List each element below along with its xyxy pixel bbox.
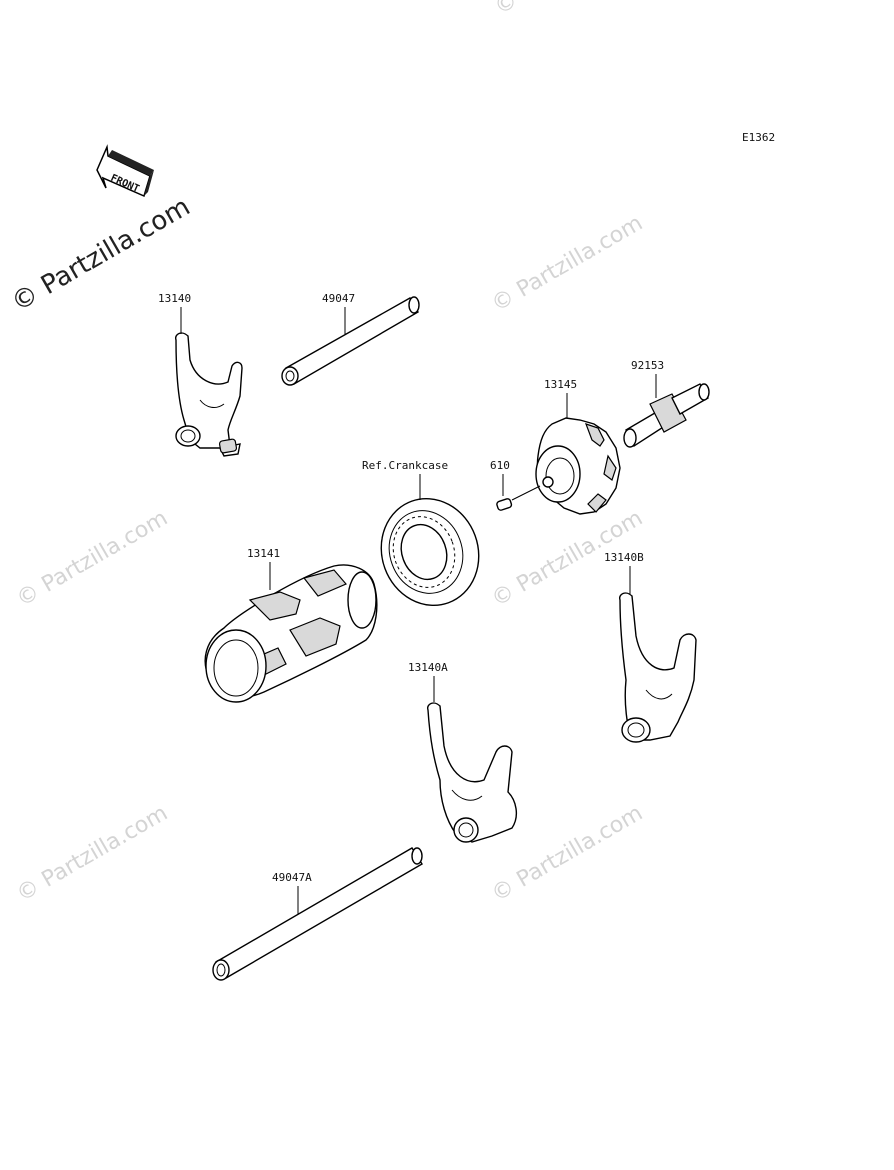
- pin-610: [496, 485, 541, 511]
- shift-fork-13140: [175, 332, 243, 457]
- shift-rod-49047: [281, 296, 420, 386]
- part-label-13145: 13145: [544, 378, 577, 391]
- watermark: © Partzilla.com: [488, 211, 648, 318]
- part-label-13140B: 13140B: [604, 551, 644, 564]
- leader-line: [511, 485, 541, 501]
- part-label-610: 610: [490, 459, 510, 472]
- bolt-92153: [623, 383, 710, 448]
- part-label-49047: 49047: [322, 292, 355, 305]
- part-label-92153: 92153: [631, 359, 664, 372]
- watermark: © Partzilla.com: [13, 801, 173, 908]
- part-label-13140: 13140: [158, 292, 191, 305]
- shift-fork-13140A: [427, 702, 518, 843]
- shift-fork-13140B: [619, 592, 697, 743]
- part-label-ref-crankcase: Ref.Crankcase: [362, 459, 448, 472]
- watermark: © Partzilla.com: [13, 506, 173, 613]
- front-arrow-icon: FRONT: [96, 144, 154, 198]
- diagram-code: E1362: [742, 131, 775, 144]
- part-label-13141: 13141: [247, 547, 280, 560]
- watermark: © Partzilla.com: [491, 0, 651, 20]
- shift-drum-cam-13145: [535, 417, 621, 515]
- bearing-ref-crankcase: [380, 497, 480, 607]
- part-label-49047A: 49047A: [272, 871, 312, 884]
- shift-rod-49047A: [212, 847, 423, 981]
- part-label-13140A: 13140A: [408, 661, 448, 674]
- shift-drum-13141: [204, 564, 378, 703]
